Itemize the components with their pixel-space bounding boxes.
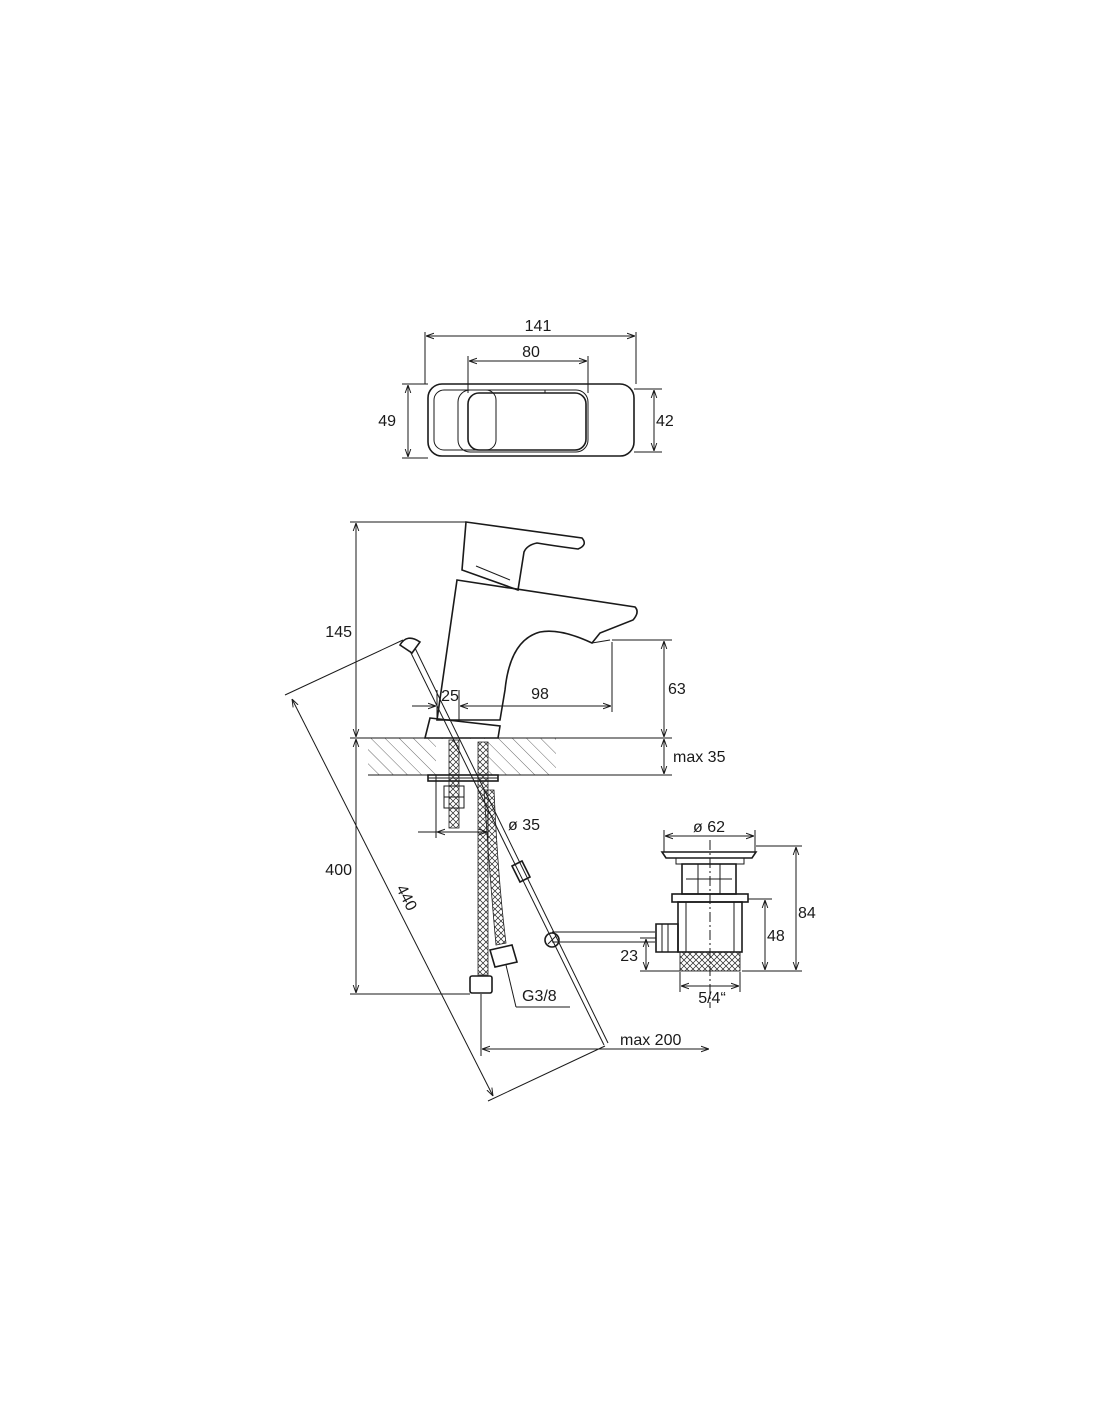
dim-141: 141: [424, 318, 637, 384]
waste-valve: ø 62 84 48 23 5/4“: [620, 819, 816, 1008]
callout-g38: G3/8: [505, 964, 570, 1008]
side-view: 145 400 440 25 98: [284, 521, 726, 1102]
faucet-base: [423, 717, 501, 739]
dim-145: 145: [325, 521, 466, 739]
top-view-body: [427, 383, 635, 457]
waste-side-connector: [655, 923, 679, 953]
dim-440-label: 440: [392, 882, 419, 914]
waste-plug-cap: [660, 851, 758, 859]
hose-left: [477, 741, 489, 976]
dim-max35-label: max 35: [673, 749, 726, 766]
dim-max35: max 35: [556, 739, 726, 776]
dim-400-label: 400: [325, 862, 352, 879]
dim-thread: 5/4“: [679, 972, 741, 1007]
dim-25: 25: [412, 688, 484, 722]
dim-145-label: 145: [325, 624, 352, 641]
dim-63: 63: [556, 639, 686, 739]
dim-max200: max 200: [480, 994, 709, 1056]
dim-141-label: 141: [525, 318, 552, 335]
dim-23-label: 23: [620, 948, 638, 965]
hose-nut-left: [469, 975, 493, 994]
dim-dia35: ø 35: [418, 775, 540, 838]
callout-g38-label: G3/8: [522, 988, 557, 1005]
hose-nut-right: [488, 944, 519, 968]
dim-42-label: 42: [656, 413, 674, 430]
dim-84: 84: [742, 845, 816, 972]
top-view: 141 80 49 42: [378, 318, 674, 459]
dim-80-label: 80: [522, 344, 540, 361]
dim-63-label: 63: [668, 681, 686, 698]
dim-25-label: 25: [441, 688, 459, 705]
dim-max200-label: max 200: [620, 1032, 681, 1049]
dim-49-label: 49: [378, 413, 396, 430]
top-view-body-inner: [433, 389, 497, 451]
top-view-lever-outer: [457, 389, 589, 453]
dim-48: 48: [748, 898, 785, 970]
threaded-stud: [448, 739, 460, 829]
dim-thread-label: 5/4“: [698, 990, 726, 1007]
dim-49: 49: [378, 383, 428, 459]
dim-42: 42: [634, 388, 674, 453]
dim-dia35-label: ø 35: [508, 817, 540, 834]
faucet-lever: [461, 521, 586, 592]
dim-400: 400: [325, 739, 470, 995]
dim-84-label: 84: [798, 905, 816, 922]
dim-80: 80: [467, 344, 589, 393]
dim-dia62-label: ø 62: [693, 819, 725, 836]
faucet-body: [436, 579, 638, 721]
dim-23: 23: [620, 937, 680, 972]
popup-rod: [398, 637, 655, 1046]
dim-98: 98: [460, 642, 613, 712]
dim-98-label: 98: [531, 686, 549, 703]
dim-dia62: ø 62: [663, 819, 756, 852]
dim-48-label: 48: [767, 928, 785, 945]
top-view-lever: [467, 392, 587, 451]
